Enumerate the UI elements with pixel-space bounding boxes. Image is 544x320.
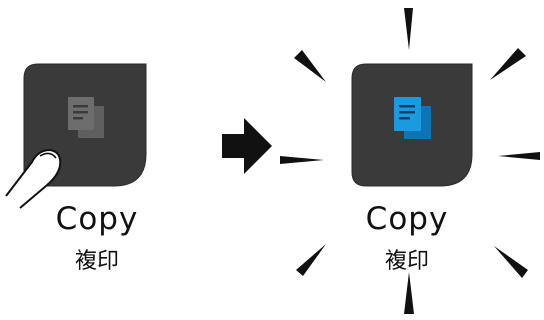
copy-label-before: Copy (55, 201, 139, 237)
copy-document-icon-after (394, 97, 431, 139)
copy-sublabel-before: 複印 (74, 249, 119, 274)
copy-document-icon-before (68, 97, 104, 138)
copy-label-after: Copy (365, 201, 449, 237)
right-arrow-icon (222, 118, 272, 174)
ray-top-right (490, 48, 526, 80)
ray-top (404, 8, 413, 50)
shine-rays (280, 8, 540, 314)
ray-left (280, 156, 324, 164)
ray-right (498, 152, 540, 160)
finger-press-icon (5, 149, 62, 209)
copy-sublabel-after: 複印 (384, 249, 429, 274)
ray-bottom (404, 272, 414, 314)
ray-bottom-left (296, 244, 326, 276)
ray-top-left (294, 50, 326, 82)
ray-bottom-right (494, 246, 528, 278)
